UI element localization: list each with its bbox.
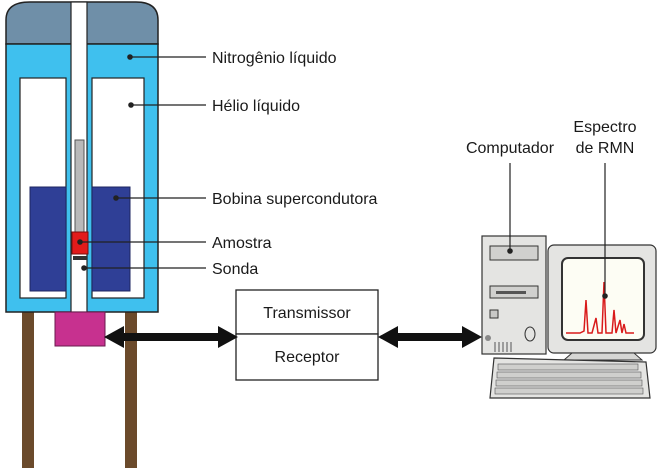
label-receiver: Receptor [275, 349, 341, 366]
magnet-dewar [5, 1, 159, 468]
computer-power-button [489, 309, 499, 319]
computer-leader-lines [507, 163, 608, 299]
superconducting-coil-left [29, 186, 67, 292]
dewar-right-leg [125, 312, 137, 468]
computer-floppy-slot [496, 291, 526, 294]
label-transmitter: Transmissor [263, 305, 351, 322]
arrow-probe-to-transceiver [104, 326, 238, 348]
keyboard-keys [494, 363, 644, 395]
label-spectrum-line2: de RMN [576, 140, 635, 157]
transmitter-receiver-unit [235, 289, 379, 381]
label-superconducting-coil: Bobina supercondutora [212, 191, 378, 208]
superconducting-coil-right [91, 186, 131, 292]
transmitter-box [235, 289, 379, 335]
label-liquid-helium: Hélio líquido [212, 98, 300, 115]
label-liquid-nitrogen: Nitrogênio líquido [212, 50, 337, 67]
label-sample: Amostra [212, 235, 272, 252]
leader-lines [77, 54, 206, 271]
probe-body [54, 311, 106, 347]
label-probe: Sonda [212, 261, 258, 278]
sample-base [73, 256, 87, 260]
dewar-left-leg [22, 312, 34, 468]
nmr-spectrum-trace [566, 281, 634, 334]
arrow-transceiver-to-computer [378, 326, 482, 348]
computer-vents [494, 342, 512, 352]
label-computer: Computador [466, 140, 555, 157]
receiver-box [235, 333, 379, 381]
computer-drive-bay-1 [489, 245, 539, 261]
computer [481, 235, 657, 399]
label-spectrum-line1: Espectro [573, 119, 636, 136]
computer-led [485, 335, 491, 341]
monitor-stand [562, 352, 644, 361]
mouse [524, 326, 536, 342]
probe-rod [74, 139, 85, 233]
